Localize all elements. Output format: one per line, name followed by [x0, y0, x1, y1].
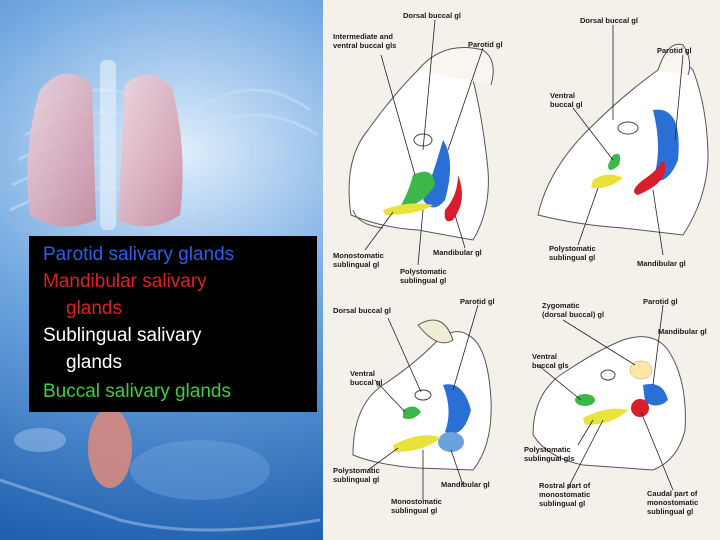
- legend-mandibular: Mandibular salivary: [43, 271, 207, 292]
- label-intermediate: ventral buccal gls: [333, 41, 397, 50]
- anatomy-plate: Dorsal buccal gl Intermediate and ventra…: [323, 0, 720, 540]
- label-ventral-buccal: Ventral: [550, 91, 576, 100]
- label-mandibular: Mandibular gl: [441, 480, 490, 489]
- legend-sublingual-cont: glands: [66, 352, 122, 373]
- label-ventral-buccal: buccal gls: [532, 361, 569, 370]
- label-monostomatic: Monostomatic: [391, 497, 442, 506]
- legend-parotid: Parotid salivary glands: [43, 244, 235, 265]
- label-polystomatic: Polystomatic: [549, 244, 596, 253]
- anatomy-drawings: [348, 19, 709, 500]
- organs-illustration: [0, 408, 321, 532]
- label-rostral-monostomatic: monostomatic: [539, 490, 591, 499]
- label-caudal-monostomatic: Caudal part of: [647, 489, 698, 498]
- lungs-illustration: [27, 60, 183, 230]
- label-monostomatic: sublingual gl: [391, 506, 438, 515]
- label-intermediate: Intermediate and: [333, 32, 394, 41]
- label-mandibular: Mandibular gl: [433, 248, 482, 257]
- legend-box: [29, 236, 317, 412]
- label-parotid: Parotid gl: [643, 297, 678, 306]
- label-dorsal-buccal: Dorsal buccal gl: [333, 306, 391, 315]
- label-dorsal-buccal: Dorsal buccal gl: [403, 11, 461, 20]
- label-polystomatic: sublingual gl: [549, 253, 596, 262]
- label-rostral-monostomatic: sublingual gl: [539, 499, 586, 508]
- label-caudal-monostomatic: monostomatic: [647, 498, 699, 507]
- label-polystomatic: sublingual gls: [524, 454, 575, 463]
- cat-head-diagram: [532, 304, 686, 491]
- label-ventral-buccal: buccal gl: [550, 100, 583, 109]
- label-rostral-monostomatic: Rostral part of: [539, 481, 591, 490]
- label-parotid: Parotid gl: [460, 297, 495, 306]
- label-caudal-monostomatic: sublingual gl: [647, 507, 694, 516]
- label-monostomatic: sublingual gl: [333, 260, 380, 269]
- label-parotid: Parotid gl: [468, 40, 503, 49]
- label-parotid: Parotid gl: [657, 46, 692, 55]
- legend-mandibular-cont: glands: [66, 298, 122, 319]
- cow-head-diagram: [348, 19, 494, 266]
- legend-buccal: Buccal salivary glands: [43, 381, 231, 402]
- label-mandibular: Mandibular gl: [637, 259, 686, 268]
- label-polystomatic: Polystomatic: [524, 445, 571, 454]
- label-ventral-buccal: buccal gl: [350, 378, 383, 387]
- legend-sublingual: Sublingual salivary: [43, 325, 202, 346]
- label-mandibular: Mandibular gl: [658, 327, 707, 336]
- label-monostomatic: Monostomatic: [333, 251, 384, 260]
- horse-head-diagram: [537, 25, 709, 256]
- label-dorsal-buccal: Dorsal buccal gl: [580, 16, 638, 25]
- label-polystomatic: Polystomatic: [400, 267, 447, 276]
- label-polystomatic: sublingual gl: [333, 475, 380, 484]
- label-polystomatic: sublingual gl: [400, 276, 447, 285]
- dog-head-diagram: [352, 304, 492, 500]
- label-ventral-buccal: Ventral: [532, 352, 558, 361]
- label-zygomatic: (dorsal buccal) gl: [542, 310, 605, 319]
- label-zygomatic: Zygomatic: [542, 301, 580, 310]
- label-ventral-buccal: Ventral: [350, 369, 376, 378]
- label-polystomatic: Polystomatic: [333, 466, 380, 475]
